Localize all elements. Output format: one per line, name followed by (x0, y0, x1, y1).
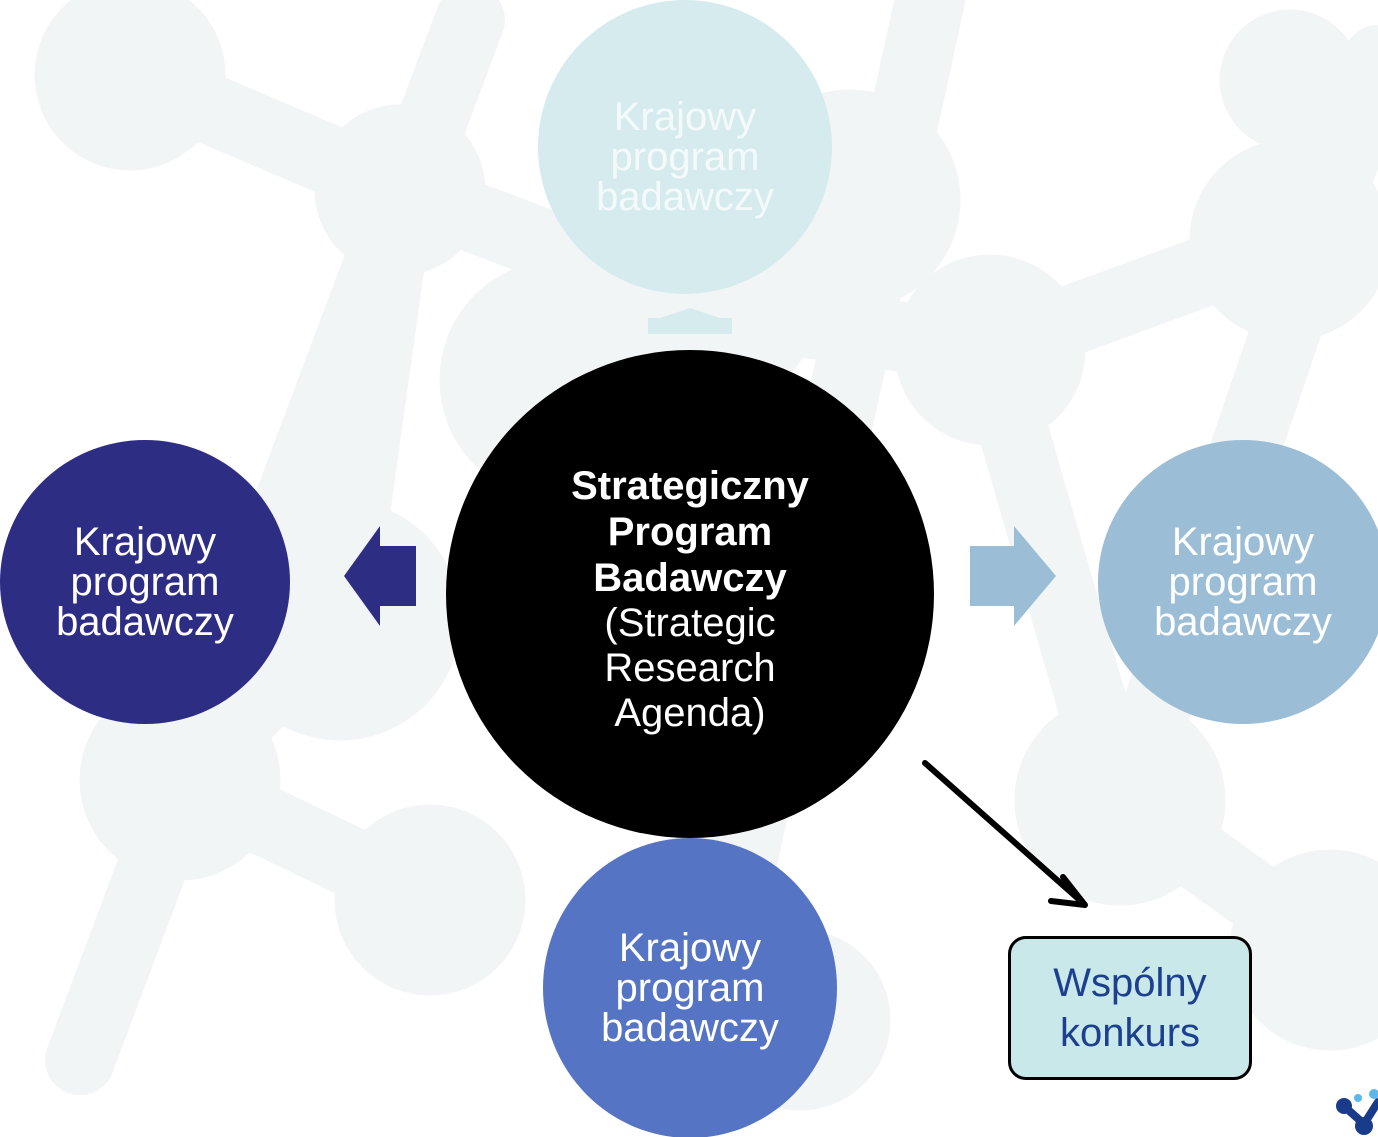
node-national-program-right: Krajowy program badawczy (1098, 440, 1378, 724)
node-right-label: Krajowy program badawczy (1154, 520, 1332, 644)
node-left-label: Krajowy program badawczy (56, 520, 234, 644)
arrow-left-icon (344, 526, 416, 626)
center-title: Strategiczny Program Badawczy (571, 463, 809, 600)
diagonal-arrow-icon (922, 760, 1088, 908)
node-national-program-bottom: Krajowy program badawczy (543, 838, 837, 1137)
node-top-label: Krajowy program badawczy (596, 95, 774, 219)
arrow-right-icon (970, 526, 1056, 626)
node-national-program-left: Krajowy program badawczy (0, 440, 290, 724)
logo-icon (1336, 1089, 1378, 1135)
arrow-up-icon (648, 308, 732, 334)
center-strategic-research-agenda: Strategiczny Program Badawczy (Strategic… (446, 350, 934, 838)
joint-call-box: Wspólny konkurs (1008, 936, 1252, 1080)
joint-call-label: Wspólny konkurs (1053, 961, 1207, 1055)
node-national-program-top: Krajowy program badawczy (538, 0, 832, 294)
node-bottom-label: Krajowy program badawczy (601, 926, 779, 1050)
center-subtitle: (Strategic Research Agenda) (604, 600, 776, 735)
